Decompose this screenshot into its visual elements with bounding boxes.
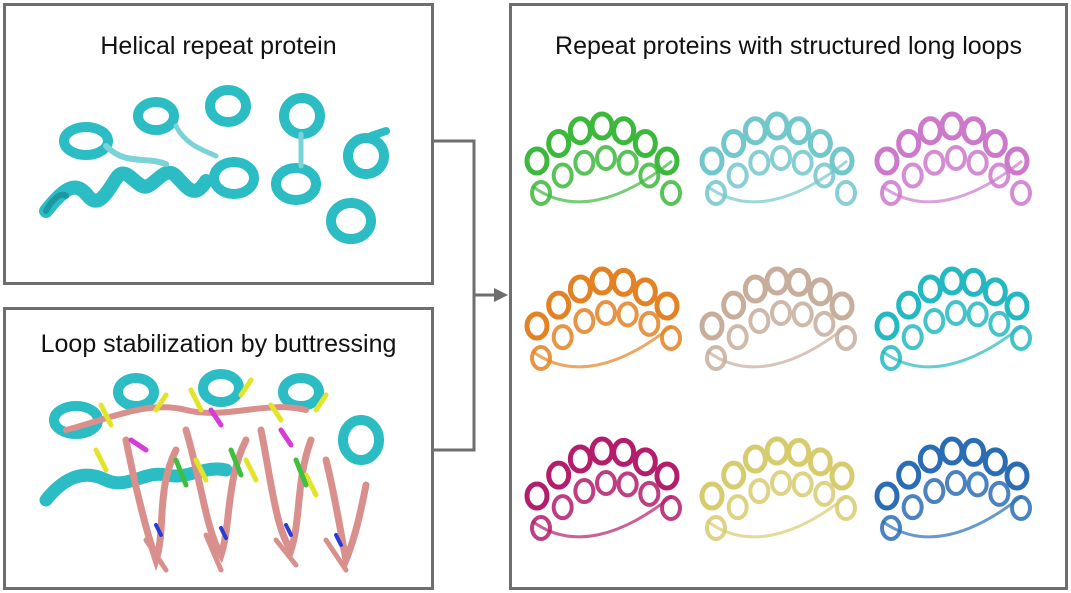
repeat-structure-8 — [699, 436, 857, 541]
repeat-structure-1 — [524, 111, 682, 206]
panel-title-repeats: Repeat proteins with structured long loo… — [555, 32, 1022, 60]
loop-stabilization-panel: Loop stabilization by buttressing — [3, 307, 434, 590]
panel-title-helical: Helical repeat protein — [100, 32, 337, 60]
repeat-structure-6 — [874, 266, 1032, 371]
helical-repeat-structure — [39, 85, 390, 244]
repeat-structure-3 — [874, 111, 1032, 206]
buttressing-structure — [39, 369, 384, 573]
repeat-proteins-panel: Repeat proteins with structured long loo… — [509, 3, 1068, 590]
repeat-structure-7 — [524, 436, 682, 541]
panel-title-loop: Loop stabilization by buttressing — [40, 330, 397, 358]
repeat-structure-9 — [874, 436, 1032, 541]
repeat-structure-4 — [524, 266, 682, 371]
helical-repeat-panel: Helical repeat protein — [3, 3, 434, 285]
repeat-structure-2 — [699, 111, 857, 206]
repeat-protein-grid — [524, 111, 1032, 541]
repeat-structure-5 — [699, 266, 857, 371]
